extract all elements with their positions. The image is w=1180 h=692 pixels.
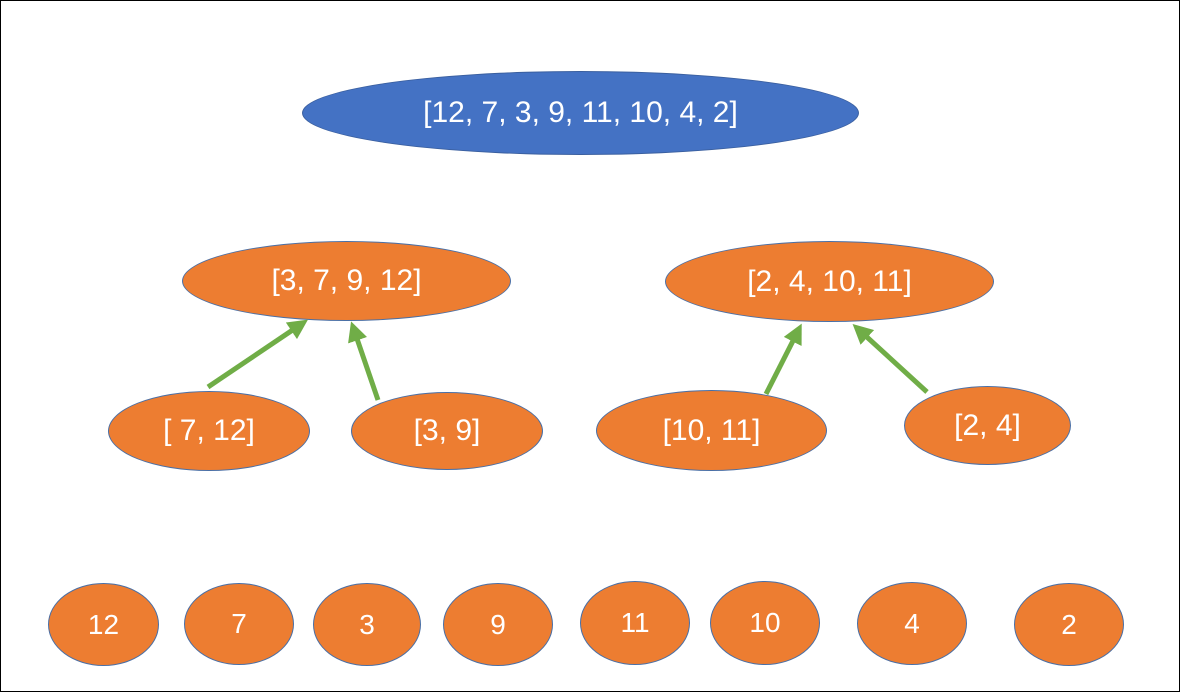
pair-label: [10, 11] [662,413,761,447]
leaf-node: 12 [48,583,159,666]
merged-left-node: [3, 7, 9, 12] [182,241,511,321]
pair-node: [2, 4] [904,386,1071,465]
leaf-node: 10 [710,581,820,665]
leaf-label: 12 [87,608,120,640]
merged-left-label: [3, 7, 9, 12] [271,264,422,297]
leaf-node: 9 [443,583,553,666]
leaf-node: 3 [313,583,421,666]
pair-label: [2, 4] [954,408,1021,442]
leaf-label: 2 [1061,608,1077,640]
pair-node: [ 7, 12] [108,391,310,471]
leaf-label: 4 [904,607,920,639]
merge-arrow [852,323,929,394]
root-node: [12, 7, 3, 9, 11, 10, 4, 2] [302,71,859,155]
leaf-label: 11 [620,607,650,638]
merge-arrow [348,321,381,401]
merged-right-label: [2, 4, 10, 11] [747,264,912,298]
pair-label: [ 7, 12] [163,414,255,447]
leaf-label: 10 [749,607,781,638]
pair-node: [3, 9] [351,392,543,470]
merged-right-node: [2, 4, 10, 11] [665,241,994,322]
leaf-node: 2 [1014,583,1124,666]
merge-arrow [763,323,802,396]
pair-label: [3, 9] [413,414,481,447]
leaf-label: 7 [231,608,247,639]
leaf-label: 9 [490,608,506,640]
merge-arrow [206,319,308,390]
root-node-label: [12, 7, 3, 9, 11, 10, 4, 2] [423,96,738,129]
leaf-node: 7 [184,583,294,665]
leaf-node: 4 [857,582,967,665]
leaf-label: 3 [359,608,375,640]
pair-node: [10, 11] [596,390,827,471]
leaf-node: 11 [580,581,690,665]
